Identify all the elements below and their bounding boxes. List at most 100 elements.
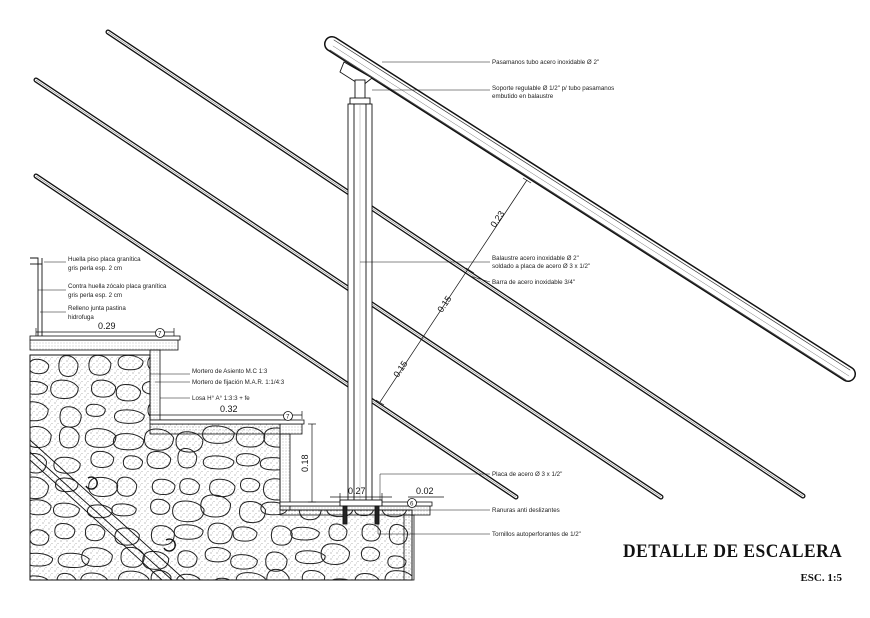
- aggregate-stone: [30, 358, 50, 375]
- drawing-title: DETALLE DE ESCALERA: [622, 541, 842, 562]
- aggregate-stone: [384, 570, 412, 580]
- aggregate-stone: [30, 425, 52, 449]
- marker-6: 6: [410, 501, 414, 508]
- label-bar: Barra de acero inoxidable 3/4": [492, 279, 575, 286]
- aggregate-stone: [30, 476, 49, 500]
- baluster: [347, 103, 373, 507]
- aggregate-stone: [122, 455, 144, 470]
- aggregate-stone: [30, 529, 50, 546]
- label-plate: Placa de acero Ø 3 x 1/2": [492, 471, 562, 478]
- aggregate-stone: [354, 573, 381, 580]
- aggregate-stone: [30, 380, 49, 395]
- aggregate-stone: [175, 573, 203, 580]
- aggregate-stone: [177, 448, 198, 469]
- dimension-lines: [35, 177, 532, 503]
- aggregate-stone: [52, 502, 80, 518]
- aggregate-stone: [239, 477, 261, 493]
- handrail-support: [339, 61, 373, 105]
- aggregate-stone: [301, 569, 326, 580]
- aggregate-stone: [115, 384, 142, 402]
- aggregate-stone: [391, 453, 412, 469]
- aggregate-stone: [204, 547, 231, 563]
- label-handrail: Pasamanos tubo acero inoxidable Ø 2": [492, 59, 599, 66]
- aggregate-stone: [360, 546, 381, 562]
- aggregate-stone: [266, 568, 290, 580]
- aggregate-stone: [113, 409, 145, 424]
- aggregate-stone: [150, 569, 172, 580]
- label-baluster-1: Balaustre acero inoxidable Ø 2": [492, 255, 579, 262]
- label-slab: Losa H° A° 1:3:3 + fe: [192, 395, 250, 402]
- aggregate-stone: [209, 478, 236, 498]
- slab-underside: [29, 439, 186, 581]
- aggregate-stone: [58, 355, 79, 377]
- aggregate-stone: [212, 577, 235, 580]
- aggregate-stone: [290, 526, 320, 541]
- aggregate-stone: [230, 554, 258, 570]
- aggregate-stone: [238, 500, 266, 524]
- label-mortar-1: Mortero de Asiento M.C 1:3: [192, 368, 268, 375]
- aggregate-stone: [117, 570, 150, 580]
- aggregate-stone: [30, 499, 52, 516]
- leader-lines: [38, 61, 491, 535]
- aggregate-stone: [235, 453, 261, 467]
- aggregate-stone: [328, 523, 348, 542]
- aggregate-stone: [361, 523, 381, 542]
- aggregate-stone: [235, 572, 266, 580]
- aggregate-stone: [172, 500, 205, 523]
- dim-riser: 0.18: [300, 454, 310, 472]
- aggregate-stone: [111, 503, 137, 517]
- aggregate-stone: [30, 453, 47, 474]
- aggregate-stone: [117, 355, 144, 371]
- aggregate-stone: [327, 578, 358, 580]
- dim-diag-1: 0.23: [488, 209, 506, 229]
- aggregate-stone: [30, 401, 49, 422]
- aggregate-stone: [88, 355, 112, 376]
- aggregate-stone: [50, 379, 79, 400]
- upper-step: [30, 257, 43, 336]
- label-tile-1: Huella piso placa granítica: [68, 256, 141, 263]
- aggregate-stone: [58, 426, 80, 449]
- label-joint-1: Relleno junta pastina: [68, 305, 126, 312]
- drawing-scale: ESC. 1:5: [800, 572, 842, 584]
- aggregate-stone: [79, 572, 109, 580]
- aggregate-stone: [114, 527, 140, 546]
- marker-7b: 7: [286, 414, 290, 421]
- label-riser-1: Contra huella zócalo placa granítica: [68, 283, 167, 290]
- aggregate-stone: [86, 504, 113, 519]
- aggregate-stone: [294, 550, 326, 565]
- dim-diag-2: 0.15: [435, 294, 453, 314]
- aggregate-stone: [173, 524, 204, 540]
- aggregate-stone: [388, 480, 412, 494]
- aggregate-stone: [379, 384, 412, 401]
- aggregate-stone: [112, 433, 145, 451]
- label-baluster-2: soldado a placa de acero Ø 3 x 1/2": [492, 263, 590, 270]
- base-plate: [339, 499, 383, 525]
- label-joint-2: hidrofuga: [68, 314, 94, 321]
- dim-tread-upper: 0.29: [98, 321, 116, 331]
- label-screws: Tornillos autoperforantes de 1/2": [492, 531, 581, 538]
- dim-tread-lower: 0.32: [220, 404, 238, 414]
- aggregate-stone: [57, 552, 90, 569]
- aggregate-stone: [53, 456, 81, 474]
- aggregate-stone: [56, 572, 77, 580]
- finish-layers: [29, 339, 431, 581]
- aggregate-stone: [297, 385, 317, 402]
- aggregate-stone: [59, 406, 82, 428]
- aggregate-stone: [90, 450, 115, 469]
- aggregate-stone: [85, 403, 106, 417]
- label-support-2: embutido en balaustre: [492, 93, 554, 100]
- aggregate-stone: [320, 543, 351, 565]
- marker-7a: 7: [158, 331, 162, 338]
- aggregate-stone: [393, 429, 412, 447]
- aggregate-stone: [177, 550, 198, 568]
- aggregate-stone: [81, 547, 113, 568]
- anchor-bolts: [85, 476, 176, 552]
- aggregate-stone: [179, 478, 200, 495]
- aggregate-stone: [173, 404, 196, 421]
- aggregate-stone: [84, 524, 106, 542]
- aggregate-stone: [232, 526, 258, 542]
- label-mortar-2: Mortero de fijación M.A.R. 1:1/4:3: [192, 379, 285, 386]
- aggregate-stone: [200, 494, 232, 518]
- handrail-tube: [324, 36, 856, 382]
